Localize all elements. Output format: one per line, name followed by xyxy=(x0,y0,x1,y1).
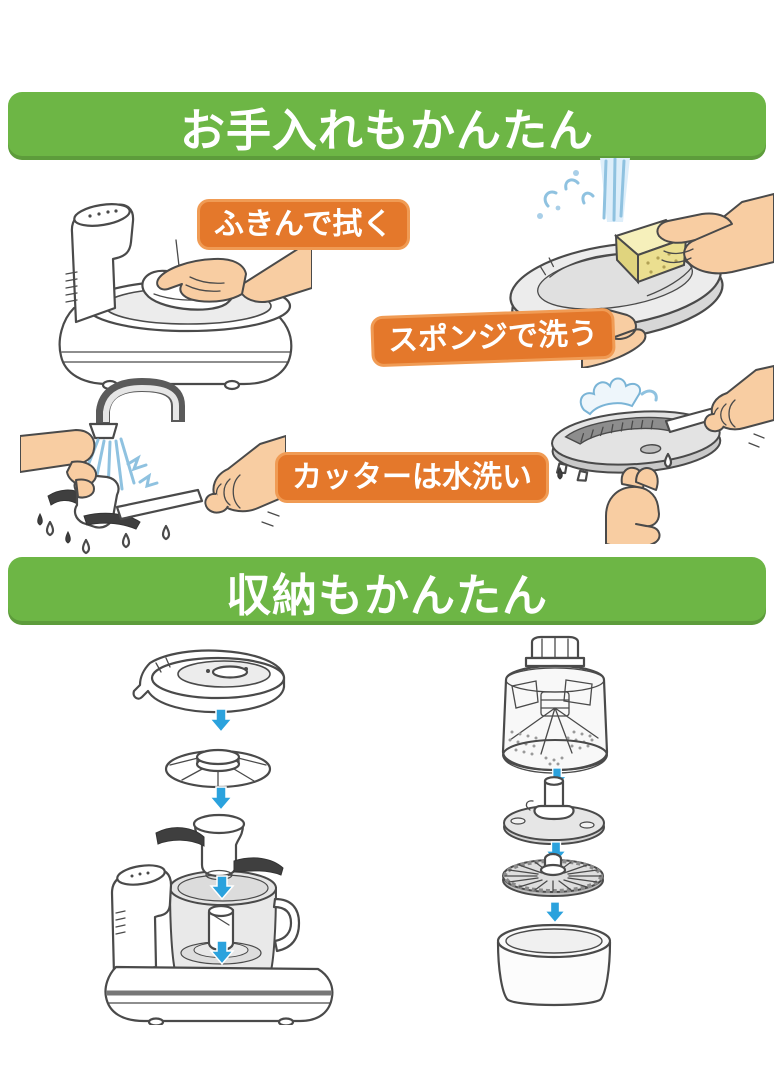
label-wash-with-sponge: スポンジで洗う xyxy=(370,307,616,368)
blade-unit-part xyxy=(155,813,284,881)
diagram-main-unit-stacking xyxy=(104,649,334,1025)
care-section-title: お手入れもかんたん xyxy=(179,104,594,156)
care-section-banner: お手入れもかんたん xyxy=(8,92,766,160)
down-arrow-icon xyxy=(208,708,234,734)
droplet xyxy=(557,452,673,480)
scrubbing-hand xyxy=(656,193,774,275)
food-processor-with-bowl xyxy=(104,864,334,1025)
basket-perforations xyxy=(508,730,594,766)
bottom-hand xyxy=(605,466,661,544)
spatula-plate-part xyxy=(164,748,272,789)
water-splash xyxy=(579,377,658,416)
hand-with-cloth xyxy=(141,239,312,311)
illustration-rinse-cutter-under-faucet xyxy=(20,377,286,555)
label-rinse-cutter: カッターは水洗い xyxy=(275,452,549,503)
label-sponge-text: スポンジで洗う xyxy=(387,317,599,358)
label-cutter-text: カッターは水洗い xyxy=(292,461,532,494)
diagram-accessory-stacking xyxy=(496,635,612,1007)
left-hand xyxy=(20,429,98,499)
droplets xyxy=(37,512,171,555)
faucet xyxy=(88,377,185,440)
storage-section-title: 収納もかんたん xyxy=(225,569,548,621)
illustration-wipe-machine-with-cloth xyxy=(58,203,312,391)
storage-section-banner: 収納もかんたん xyxy=(8,557,766,625)
illustration-rinse-slicer-disc xyxy=(551,365,774,544)
down-arrow-icon xyxy=(209,940,235,966)
shaft-and-base-disc-part xyxy=(503,776,605,845)
down-arrow-icon xyxy=(209,875,235,901)
storage-basket-part xyxy=(501,635,609,774)
cutter-blade xyxy=(47,473,204,530)
down-arrow-icon xyxy=(543,901,567,924)
right-hand xyxy=(204,435,286,527)
water-stream xyxy=(537,158,630,222)
storage-container-part xyxy=(496,923,612,1007)
down-arrow-icon xyxy=(208,786,234,812)
running-water xyxy=(78,437,159,494)
top-hand xyxy=(703,365,774,448)
label-wipe-text: ふきんで拭く xyxy=(214,208,393,241)
lid-part xyxy=(132,649,286,714)
shredder-disc-part xyxy=(502,852,604,897)
label-wipe-with-cloth: ふきんで拭く xyxy=(197,199,410,250)
